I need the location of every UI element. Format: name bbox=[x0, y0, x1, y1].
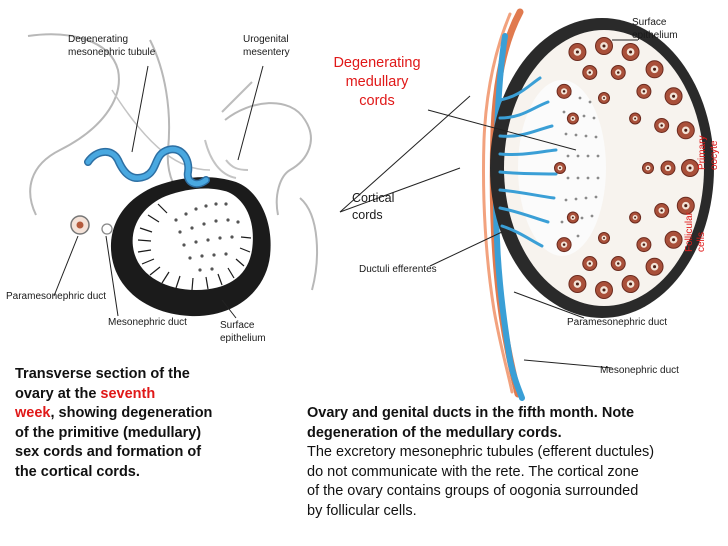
caption-left: Transverse section of the ovary at the s… bbox=[15, 366, 213, 480]
oocyte-nucleus bbox=[660, 124, 663, 127]
oocyte-nucleus bbox=[571, 117, 574, 120]
oocyte-nucleus bbox=[588, 262, 592, 265]
oocyte-nucleus bbox=[602, 44, 606, 48]
left-leader-lines bbox=[53, 65, 264, 319]
oocyte-nucleus bbox=[616, 71, 620, 74]
mesentery-stripe bbox=[221, 81, 253, 113]
left-medullary-cords bbox=[174, 202, 240, 272]
oocyte-nucleus bbox=[575, 50, 579, 54]
label-primary-oocyte: Primary oocyte bbox=[697, 135, 720, 170]
label-follicular-cells: Follicular cells bbox=[684, 211, 707, 252]
oocyte-nucleus bbox=[634, 216, 637, 219]
left-cortical-cords bbox=[137, 203, 252, 291]
oocyte-nucleus bbox=[634, 117, 637, 120]
mesentery-outline-left bbox=[27, 33, 120, 216]
oocyte-nucleus bbox=[642, 90, 646, 93]
mesentery-outline-far-right bbox=[299, 197, 318, 291]
efferent-ductules bbox=[498, 76, 558, 248]
label-urogenital-mesentery: Urogenital mesentery bbox=[243, 34, 290, 58]
left-mesonephric-duct bbox=[101, 223, 113, 235]
oocyte-nucleus bbox=[588, 71, 592, 74]
oocyte-nucleus bbox=[562, 90, 566, 93]
label-degenerating-medullary-cords: Degenerating medullary cords bbox=[333, 55, 421, 109]
left-ovary-medulla bbox=[132, 188, 253, 290]
label-surface-epithelium-left: Surface epithelium bbox=[220, 320, 266, 344]
oocyte-nucleus bbox=[660, 209, 663, 212]
oocyte-nucleus bbox=[602, 288, 606, 292]
oocyte-nucleus bbox=[653, 67, 657, 71]
label-mesonephric-duct-right: Mesonephric duct bbox=[600, 365, 679, 376]
blue-mesonephric-duct bbox=[492, 33, 525, 401]
oocyte-nucleus bbox=[642, 243, 646, 246]
oocyte-nucleus bbox=[672, 238, 676, 242]
label-ductuli-efferentes: Ductuli efferentes bbox=[359, 264, 437, 275]
oocyte-nucleus bbox=[616, 262, 620, 265]
oocyte-nucleus bbox=[684, 128, 688, 132]
oocyte-nucleus bbox=[629, 282, 633, 286]
oocyte-nucleus bbox=[559, 167, 561, 169]
oocyte-nucleus bbox=[603, 237, 605, 239]
label-paramesonephric-duct-left: Paramesonephric duct bbox=[6, 291, 107, 302]
oocyte-nucleus bbox=[666, 166, 670, 170]
oocyte-nucleus bbox=[688, 166, 692, 170]
oocyte-nucleus bbox=[629, 50, 633, 54]
oocyte-nucleus bbox=[653, 265, 657, 269]
mesentery-stalk bbox=[204, 139, 249, 179]
mesentery-outline-right bbox=[224, 102, 312, 216]
oocyte-nucleus bbox=[684, 204, 688, 208]
label-cortical-cords: Cortical cords bbox=[352, 191, 395, 222]
left-figure bbox=[27, 33, 318, 319]
follicle-group bbox=[554, 37, 699, 299]
label-mesonephric-duct-left: Mesonephric duct bbox=[108, 317, 187, 328]
right-leader-lines bbox=[339, 39, 638, 369]
label-degenerating-tubule: Degenerating mesonephric tubule bbox=[68, 34, 156, 58]
right-figure bbox=[339, 8, 714, 401]
oocyte-nucleus bbox=[562, 243, 566, 246]
oocyte-nucleus bbox=[647, 167, 649, 169]
label-surface-epithelium-right: Surface epithelium bbox=[632, 17, 678, 41]
oocyte-nucleus bbox=[571, 216, 574, 219]
orange-duct-inner bbox=[482, 12, 514, 394]
oocyte-nucleus bbox=[603, 97, 605, 99]
caption-right: Ovary and genital ducts in the fifth mon… bbox=[307, 405, 655, 519]
oocyte-nucleus bbox=[575, 282, 579, 286]
label-paramesonephric-duct-right: Paramesonephric duct bbox=[567, 317, 668, 328]
oocyte-nucleus bbox=[672, 94, 676, 98]
